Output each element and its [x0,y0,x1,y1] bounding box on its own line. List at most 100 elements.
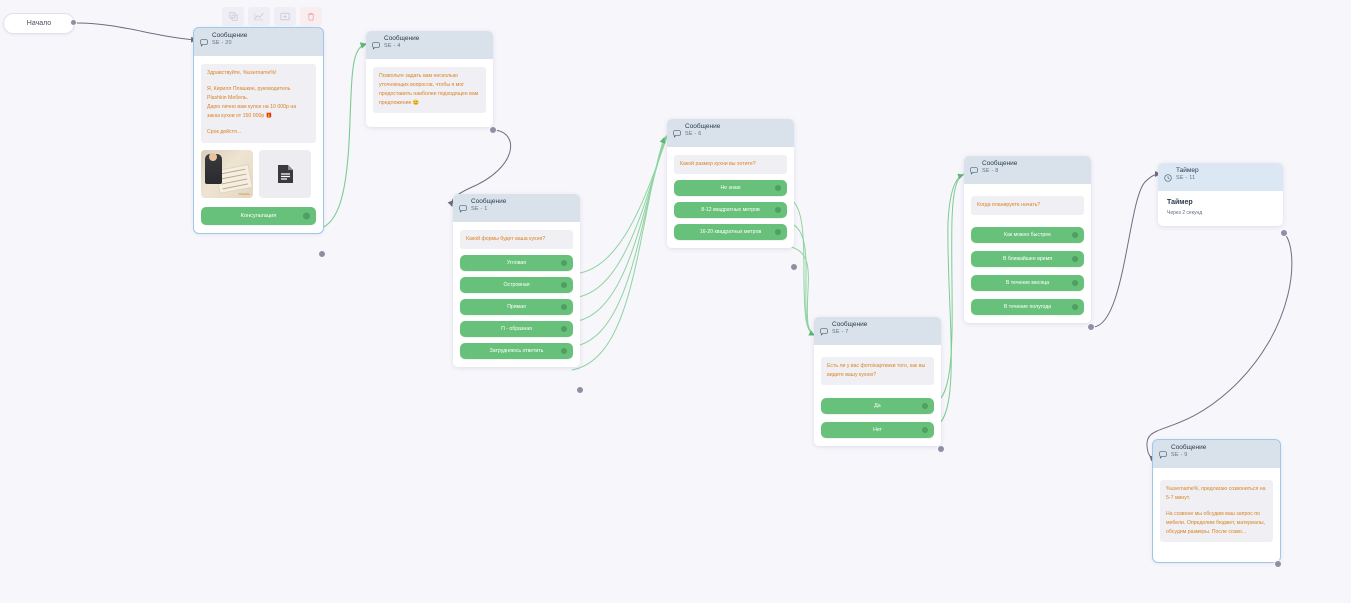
message-icon [673,125,681,143]
node-se8-message-bubble: Когда планируете начать? [971,196,1084,216]
button-output-port[interactable] [1072,304,1078,311]
add-node-button[interactable] [274,7,296,26]
button-label: Консультация [240,212,277,219]
node-se8-output-port[interactable] [1087,323,1095,331]
message-line: %username%, предлагаю созвониться на 5-7… [1166,486,1266,502]
node-se7-output-port[interactable] [937,445,945,453]
node-se7-subtitle: SE - 7 [832,329,849,336]
node-se11-output-port[interactable] [1280,229,1288,237]
node-se6-title: Сообщение [685,123,721,130]
button-output-port[interactable] [922,403,928,410]
node-se20-subtitle: SE - 20 [212,40,232,47]
button-output-port[interactable] [1072,256,1078,263]
node-se9-body: %username%, предлагаю созвониться на 5-7… [1153,468,1280,563]
node-se11-title: Таймер [1176,167,1199,174]
node-se4[interactable]: Сообщение SE - 4 Позвольте задать вам не… [366,31,493,128]
button-output-port[interactable] [561,304,567,311]
node-se6-subtitle: SE - 6 [685,131,702,138]
button-output-port[interactable] [561,326,567,333]
message-line: Здравствуйте, %username%! [207,70,277,76]
node-se11-subtitle: SE - 11 [1176,175,1196,182]
node-se4-header: Сообщение SE - 4 [366,31,493,59]
node-se20-button-0[interactable]: Консультация [201,206,316,225]
node-se7-button-1[interactable]: Нет [821,422,934,439]
delete-button[interactable] [300,7,322,26]
node-se8-header: Сообщение SE - 8 [964,156,1091,184]
clock-icon [1164,169,1172,187]
node-se6[interactable]: Сообщение SE - 6 Какой размер кухни вы х… [667,119,794,249]
node-se7[interactable]: Сообщение SE - 7 Есть ли у вас фото/карт… [814,317,941,447]
button-output-port[interactable] [561,282,567,289]
node-se9-output-port[interactable] [1274,560,1282,568]
button-label: П - образная [501,326,532,333]
node-se20-body: Здравствуйте, %username%! Я, Кирилл Плаш… [194,56,323,233]
start-node[interactable]: Начало [3,13,75,34]
button-label: Да [874,403,881,410]
photo-thumbnail: Plashkin [201,149,253,198]
node-se11-timer[interactable]: Таймер SE - 11 Таймер Через 2 секунд [1158,163,1283,226]
message-line: Есть ли у вас фото/картинки того, как вы… [827,363,926,379]
node-se1-button-1[interactable]: Островная [460,277,573,294]
message-line: Какой формы будет ваша кухня? [466,236,546,242]
button-output-port[interactable] [775,229,781,236]
timer-delay-text: Через 2 секунд [1167,210,1203,216]
node-se8-button-1[interactable]: В ближайшее время [971,251,1084,268]
node-se1-output-port[interactable] [576,386,584,394]
node-se6-button-1[interactable]: 8-12 квадратных метров [674,202,787,219]
message-icon [372,37,380,55]
node-se20[interactable]: Сообщение SE - 20 Здравствуйте, %usernam… [193,27,324,234]
node-se20-header: Сообщение SE - 20 [194,28,323,56]
message-icon [1159,446,1167,464]
button-output-port[interactable] [775,185,781,192]
node-se6-header: Сообщение SE - 6 [667,119,794,147]
start-node-label: Начало [26,20,52,27]
photo-attachment[interactable]: Plashkin [201,149,253,198]
button-output-port[interactable] [1072,232,1078,239]
node-se1-button-4[interactable]: Затрудняюсь ответить [460,343,573,360]
start-node-output-port[interactable] [70,19,77,26]
button-output-port[interactable] [561,260,567,267]
node-se8-button-3[interactable]: В течение полугода [971,299,1084,316]
node-se6-button-2[interactable]: 16-20 квадратных метров [674,224,787,241]
node-se4-output-port[interactable] [489,126,497,134]
node-se1-button-3[interactable]: П - образная [460,321,573,338]
button-output-port[interactable] [561,348,567,355]
node-se1-button-2[interactable]: Прямая [460,299,573,316]
duplicate-button[interactable] [222,7,244,26]
node-se20-output-port[interactable] [318,250,326,258]
node-se6-message-bubble: Какой размер кухни вы хотите? [674,155,787,175]
node-se1-button-0[interactable]: Угловая [460,255,573,272]
button-output-port[interactable] [775,207,781,214]
node-se6-output-port[interactable] [790,263,798,271]
button-label: 8-12 квадратных метров [701,207,760,214]
node-se1-subtitle: SE - 1 [471,206,488,213]
button-label: 16-20 квадратных метров [699,229,762,236]
button-output-port[interactable] [922,427,928,434]
button-output-port[interactable] [1072,280,1078,287]
message-icon [970,162,978,180]
node-se20-title: Сообщение [212,32,248,39]
node-se9[interactable]: Сообщение SE - 9 %username%, предлагаю с… [1152,438,1281,564]
node-se8-button-2[interactable]: В течение месяца [971,275,1084,292]
node-se6-body: Какой размер кухни вы хотите? Не знаю 8-… [667,147,794,249]
node-se4-body: Позвольте задать вам несколько уточняющи… [366,59,493,128]
node-se7-title: Сообщение [832,321,868,328]
node-se7-header: Сообщение SE - 7 [814,317,941,345]
node-toolbar[interactable] [222,7,322,26]
node-se1[interactable]: Сообщение SE - 1 Какой формы будет ваша … [453,194,580,368]
document-attachment[interactable] [259,149,311,198]
button-label: Угловая [506,260,527,267]
button-label: Не знаю [720,185,741,192]
node-se8[interactable]: Сообщение SE - 8 Когда планируете начать… [964,156,1091,324]
node-se8-button-0[interactable]: Как можно быстрее [971,227,1084,244]
node-se6-button-0[interactable]: Не знаю [674,180,787,197]
node-se7-button-0[interactable]: Да [821,398,934,415]
document-icon [277,164,293,183]
button-output-port[interactable] [303,212,310,220]
node-se20-message-bubble: Здравствуйте, %username%! Я, Кирилл Плаш… [201,64,316,143]
node-se4-message-bubble: Позвольте задать вам несколько уточняющи… [373,67,486,114]
statistics-button[interactable] [248,7,270,26]
node-se11-header: Таймер SE - 11 [1158,163,1283,191]
button-label: Нет [873,427,882,434]
